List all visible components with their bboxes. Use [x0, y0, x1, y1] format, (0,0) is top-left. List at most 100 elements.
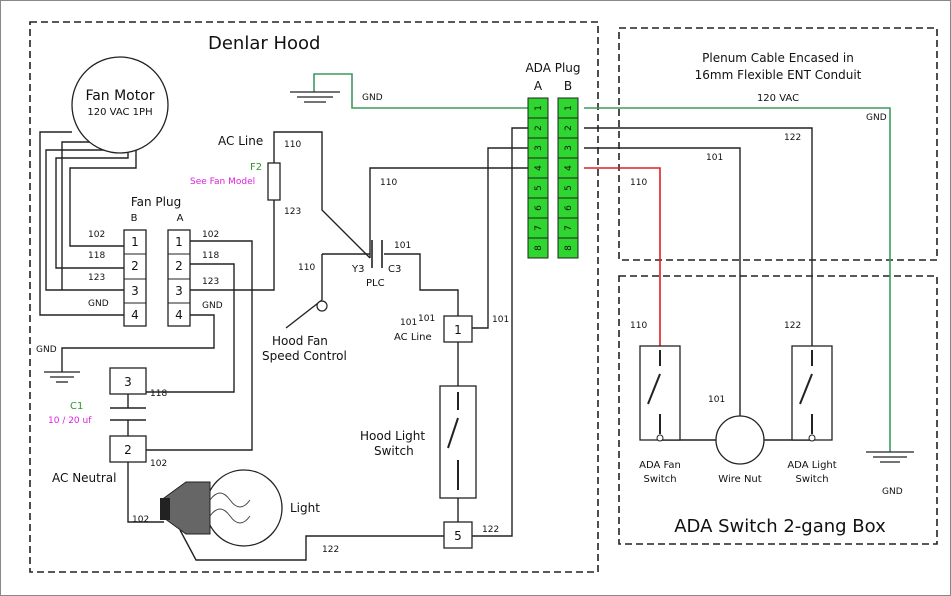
- ada-plug-b-pin-label: 3: [564, 145, 574, 151]
- wire-122-ada2: [472, 127, 528, 537]
- plenum-title-line1: Plenum Cable Encased in: [702, 51, 854, 65]
- label-101-t1: 101: [418, 314, 435, 324]
- plenum-region: [618, 27, 938, 261]
- fan-plug-b: 1 2 3 4: [123, 229, 147, 327]
- fuse-name: F2: [250, 162, 262, 173]
- ada-plug-b-pin-label: 2: [564, 125, 574, 131]
- wire-101-b3: [584, 147, 741, 420]
- terminal-1: [443, 315, 473, 343]
- wire-123-a3: [190, 200, 275, 291]
- speed-control-line2: Speed Control: [262, 349, 347, 363]
- terminal-1-label: 1: [454, 323, 462, 337]
- fan-plug-a-pin4: 4: [175, 308, 183, 322]
- fan-plug-col-a: A: [177, 213, 184, 224]
- label-110-b: 110: [630, 178, 647, 188]
- hood-light-switch-line1: Hood Light: [360, 429, 425, 443]
- c1-value: 10 / 20 uf: [48, 416, 92, 426]
- label-gnd-b: GND: [88, 299, 109, 309]
- ground-symbol-top: [290, 91, 340, 103]
- fan-plug-b-pin2: 2: [131, 259, 139, 273]
- fan-plug-title: Fan Plug: [131, 195, 181, 209]
- fan-plug-b-pin1: 1: [131, 235, 139, 249]
- terminal-3: [109, 367, 147, 395]
- ada-plug-a-pin-label: 2: [534, 125, 544, 131]
- wire-101-ada3: [472, 147, 528, 329]
- wire-110-fuse: [273, 131, 371, 259]
- terminal-2-label: 2: [124, 443, 132, 457]
- ada-plug-a-pin-box: [527, 237, 549, 259]
- label-101-b: 101: [706, 153, 723, 163]
- label-122-light-switch: 122: [784, 321, 801, 331]
- switch-box-region: [618, 275, 938, 545]
- label-110-line: 110: [380, 178, 397, 188]
- terminal-2: [109, 435, 147, 463]
- plenum-voltage: 120 VAC: [757, 93, 799, 104]
- fan-plug-a-pin1: 1: [175, 235, 183, 249]
- hood-region: [29, 21, 599, 573]
- wire-gnd-ada1: [313, 73, 528, 109]
- ada-plug-b-pin-label: 5: [564, 185, 574, 191]
- ground-symbol-right: [866, 451, 914, 463]
- wire-gnd-plenum: [584, 107, 891, 452]
- ada-plug-col-a: A: [534, 79, 543, 93]
- ada-fan-switch-line2: Switch: [643, 474, 676, 485]
- terminal-3-label: 3: [124, 375, 132, 389]
- ground-symbol-left: [44, 371, 80, 383]
- wire-101-c3: [384, 253, 459, 316]
- ada-plug-a-pin-label: 8: [534, 245, 544, 251]
- speed-control-contact: [316, 300, 328, 312]
- label-gnd-right: GND: [882, 487, 903, 497]
- fan-plug-b-pin4: 4: [131, 308, 139, 322]
- label-101-term: 101: [400, 318, 417, 328]
- ada-plug-b-pin-label: 6: [564, 205, 574, 211]
- wire-gnd-a4: [61, 314, 215, 372]
- ac-line-label: AC Line: [394, 332, 432, 343]
- fan-motor-rating: 120 VAC 1PH: [87, 107, 152, 118]
- fan-plug-col-b: B: [131, 213, 138, 224]
- label-123-fuse: 123: [284, 207, 301, 217]
- ada-light-switch-line2: Switch: [795, 474, 828, 485]
- ada-plug-b-pin-box: [557, 237, 579, 259]
- label-118-a: 118: [202, 251, 219, 261]
- label-122-light: 122: [322, 545, 339, 555]
- hood-light-switch-line2: Switch: [374, 444, 414, 458]
- c1-name: C1: [70, 401, 83, 412]
- light-label: Light: [290, 501, 320, 515]
- ada-plug-a-pin-label: 4: [534, 165, 544, 171]
- wire-nut-label: Wire Nut: [718, 474, 761, 485]
- ada-light-switch: [791, 345, 833, 442]
- label-102-light: 102: [132, 515, 149, 525]
- hood-switch-blade: [447, 417, 459, 449]
- ada-plug-a-pin-label: 5: [534, 185, 544, 191]
- ada-plug-b-pin-label: 8: [564, 245, 574, 251]
- fan-plug-a: 1 2 3 4: [167, 229, 191, 327]
- wire-motor-b1: [69, 140, 137, 247]
- c3-label-c3: C3: [388, 264, 401, 275]
- ada-plug-b-pin-label: 4: [564, 165, 574, 171]
- label-123-b: 123: [88, 273, 105, 283]
- label-110-speed: 110: [298, 263, 315, 273]
- fan-plug-a-pin3: 3: [175, 284, 183, 298]
- label-110-fuse: 110: [284, 140, 301, 150]
- speed-control-arm: [285, 299, 323, 329]
- ada-plug-a-pin-label: 6: [534, 205, 544, 211]
- label-118-b: 118: [88, 251, 105, 261]
- ada-plug-col-b: B: [564, 79, 572, 93]
- fan-plug-a-pin2: 2: [175, 259, 183, 273]
- label-102-b: 102: [88, 230, 105, 240]
- ada-plug-title: ADA Plug: [525, 61, 580, 75]
- wire-nut: [715, 415, 765, 465]
- wire-118-a2: [146, 263, 235, 393]
- label-gnd-a: GND: [202, 301, 223, 311]
- ada-plug-b-pin-label: 7: [564, 225, 574, 231]
- c3-label-plc: PLC: [366, 278, 385, 289]
- ac-neutral-label: AC Neutral: [52, 471, 116, 485]
- fuse-f2: [267, 162, 281, 201]
- ada-fan-switch: [639, 345, 681, 442]
- wire-110-b4: [584, 167, 661, 346]
- ada-plug-b-pin-label: 1: [564, 105, 574, 111]
- speed-control-line1: Hood Fan: [272, 334, 328, 348]
